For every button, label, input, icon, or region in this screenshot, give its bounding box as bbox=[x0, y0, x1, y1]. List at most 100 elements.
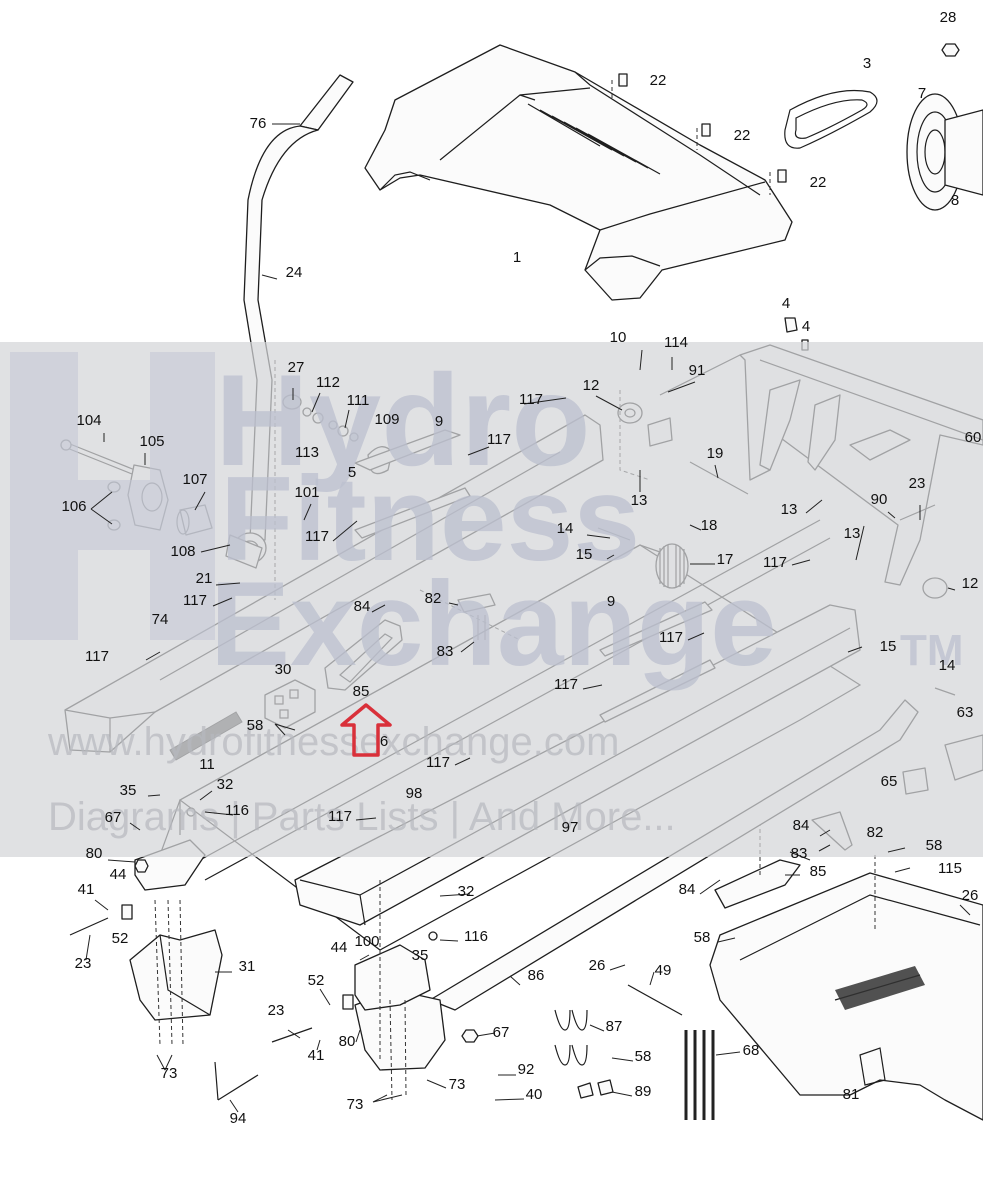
part-label-44: 44 bbox=[331, 939, 348, 956]
part-label-19: 19 bbox=[707, 445, 724, 462]
watermark-logo-icon bbox=[10, 352, 215, 640]
part-label-15: 15 bbox=[880, 638, 897, 655]
part-label-9: 9 bbox=[607, 593, 615, 610]
part-label-41: 41 bbox=[308, 1047, 325, 1064]
part-label-117: 117 bbox=[328, 808, 352, 825]
part-label-86: 86 bbox=[528, 967, 545, 984]
motor-flywheel bbox=[906, 93, 983, 211]
watermark-url: www.hydrofitnessexchange.com bbox=[47, 720, 619, 764]
part-label-104: 104 bbox=[76, 412, 101, 429]
watermark: Hydro Fitness Exchange TM www.hydrofitne… bbox=[0, 342, 983, 857]
part-label-117: 117 bbox=[85, 648, 109, 665]
part-label-80: 80 bbox=[339, 1033, 356, 1050]
part-label-87: 87 bbox=[606, 1018, 623, 1035]
part-label-90: 90 bbox=[871, 491, 888, 508]
part-label-4: 4 bbox=[782, 295, 790, 312]
rear-endcap-left bbox=[129, 929, 223, 1021]
part-label-58: 58 bbox=[694, 929, 711, 946]
part-label-98: 98 bbox=[406, 785, 423, 802]
part-label-49: 49 bbox=[655, 962, 672, 979]
part-label-115: 115 bbox=[938, 860, 962, 877]
part-label-23: 23 bbox=[909, 475, 926, 492]
part-label-73: 73 bbox=[347, 1096, 364, 1113]
part-label-14: 14 bbox=[939, 657, 956, 674]
part-label-4: 4 bbox=[802, 318, 810, 335]
part-label-81: 81 bbox=[843, 1086, 860, 1103]
part-label-26: 26 bbox=[962, 887, 979, 904]
watermark-brand-line1: Hydro bbox=[215, 347, 591, 493]
part-label-113: 113 bbox=[295, 444, 319, 461]
part-label-6: 6 bbox=[380, 733, 388, 750]
part-label-30: 30 bbox=[275, 661, 292, 678]
part-label-8: 8 bbox=[951, 192, 959, 209]
part-label-73: 73 bbox=[449, 1076, 466, 1093]
part-label-116: 116 bbox=[464, 928, 488, 945]
part-label-109: 109 bbox=[374, 411, 399, 428]
cable-ties bbox=[684, 1030, 715, 1120]
part-label-58: 58 bbox=[635, 1048, 652, 1065]
part-label-5: 5 bbox=[348, 464, 356, 481]
part-label-9: 9 bbox=[435, 413, 443, 430]
part-label-117: 117 bbox=[519, 391, 543, 408]
watermark-tagline: Diagrams | Parts Lists | And More... bbox=[48, 795, 676, 839]
part-label-76: 76 bbox=[250, 115, 267, 132]
part-label-21: 21 bbox=[196, 570, 213, 587]
part-label-101: 101 bbox=[294, 484, 319, 501]
part-label-12: 12 bbox=[583, 377, 600, 394]
part-label-107: 107 bbox=[182, 471, 207, 488]
part-label-22: 22 bbox=[650, 72, 667, 89]
part-label-60: 60 bbox=[965, 429, 982, 446]
part-label-68: 68 bbox=[743, 1042, 760, 1059]
part-label-97: 97 bbox=[562, 819, 579, 836]
part-label-1: 1 bbox=[513, 249, 521, 266]
part-label-13: 13 bbox=[631, 492, 648, 509]
part-label-27: 27 bbox=[288, 359, 305, 376]
watermark-brand-line3: Exchange bbox=[210, 557, 777, 691]
part-label-117: 117 bbox=[183, 592, 207, 609]
part-label-94: 94 bbox=[230, 1110, 247, 1127]
watermark-trademark: TM bbox=[900, 626, 964, 675]
part-label-106: 106 bbox=[61, 498, 86, 515]
part-label-89: 89 bbox=[635, 1083, 652, 1100]
part-label-3: 3 bbox=[863, 55, 871, 72]
part-label-84: 84 bbox=[354, 598, 371, 615]
part-label-40: 40 bbox=[526, 1086, 543, 1103]
part-label-82: 82 bbox=[867, 824, 884, 841]
motor-hood bbox=[364, 44, 793, 301]
part-label-13: 13 bbox=[781, 501, 798, 518]
part-label-58: 58 bbox=[247, 717, 264, 734]
part-label-83: 83 bbox=[791, 845, 808, 862]
base-pan bbox=[709, 872, 983, 1121]
part-label-116: 116 bbox=[225, 802, 249, 819]
part-label-83: 83 bbox=[437, 643, 454, 660]
part-label-100: 100 bbox=[354, 933, 379, 950]
part-label-13: 13 bbox=[844, 525, 861, 542]
watermark-brand-line2: Fitness bbox=[220, 452, 640, 586]
part-label-44: 44 bbox=[110, 866, 127, 883]
part-label-12: 12 bbox=[962, 575, 979, 592]
part-label-117: 117 bbox=[659, 629, 683, 646]
part-label-84: 84 bbox=[793, 817, 810, 834]
part-label-11: 11 bbox=[199, 756, 215, 773]
part-label-32: 32 bbox=[217, 776, 234, 793]
part-label-92: 92 bbox=[518, 1061, 535, 1078]
part-label-80: 80 bbox=[86, 845, 103, 862]
part-label-52: 52 bbox=[308, 972, 325, 989]
part-label-65: 65 bbox=[881, 773, 898, 790]
part-label-52: 52 bbox=[112, 930, 129, 947]
part-label-35: 35 bbox=[412, 947, 429, 964]
part-label-112: 112 bbox=[316, 374, 340, 391]
part-label-73: 73 bbox=[161, 1065, 178, 1082]
part-label-85: 85 bbox=[810, 863, 827, 880]
part-label-24: 24 bbox=[286, 264, 303, 281]
part-label-67: 67 bbox=[105, 809, 122, 826]
part-label-74: 74 bbox=[152, 611, 169, 628]
drive-belt bbox=[784, 89, 878, 149]
part-label-28: 28 bbox=[940, 9, 957, 26]
part-label-111: 111 bbox=[347, 392, 370, 409]
part-label-108: 108 bbox=[170, 543, 195, 560]
part-label-7: 7 bbox=[918, 85, 926, 102]
part-label-32: 32 bbox=[458, 883, 475, 900]
